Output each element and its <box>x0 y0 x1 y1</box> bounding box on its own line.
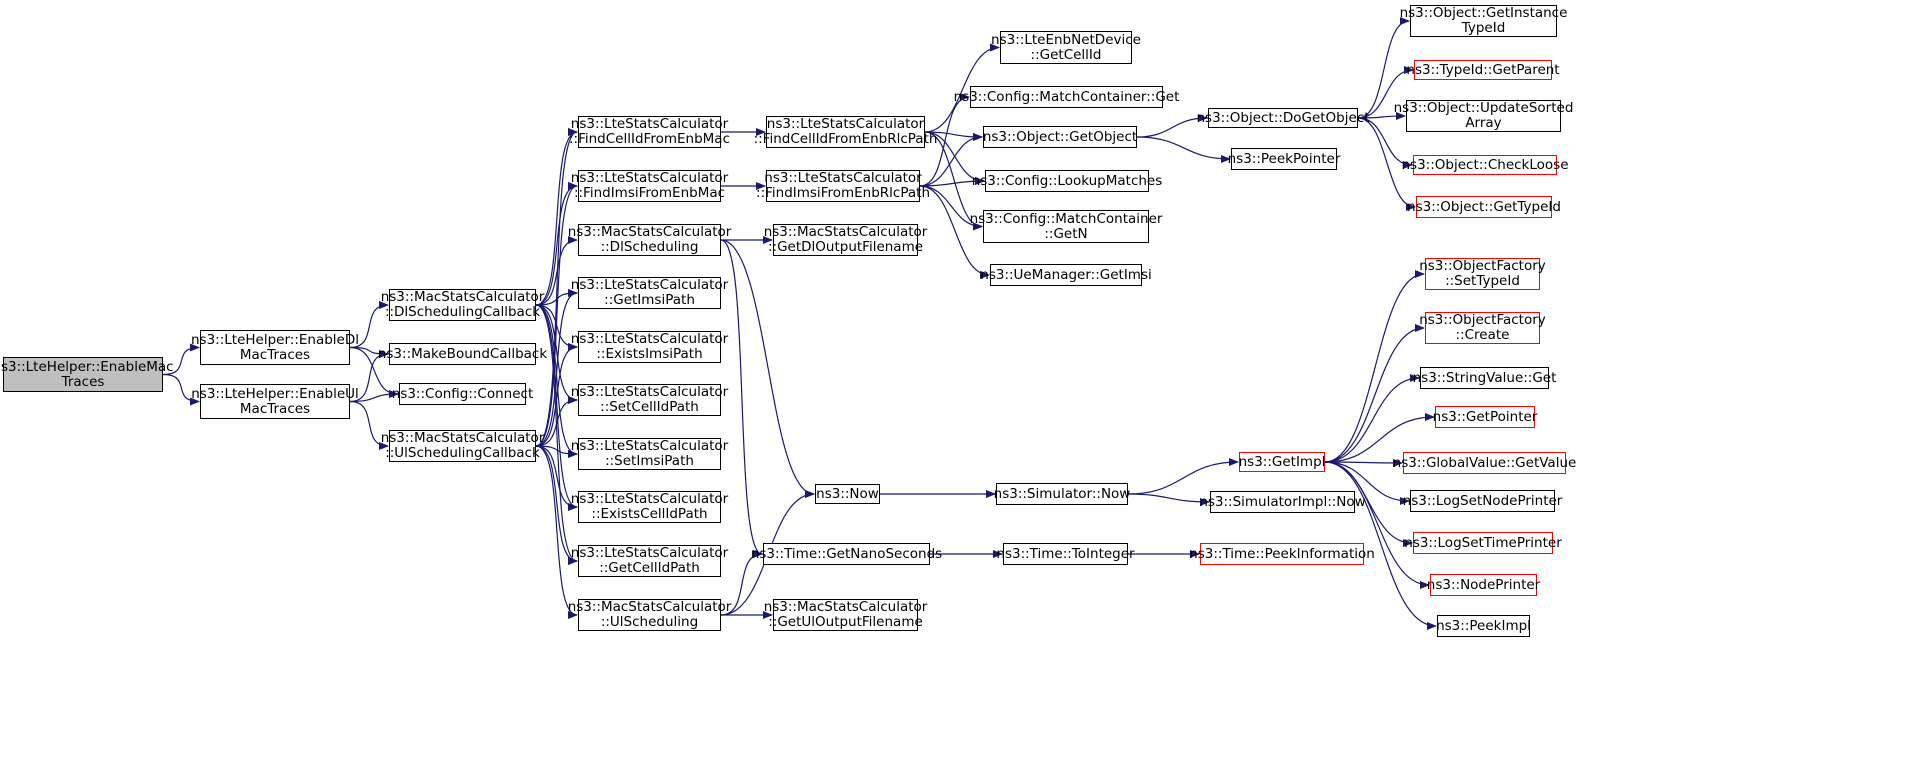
call-edge <box>349 400 389 450</box>
call-edge <box>919 185 983 231</box>
call-edge <box>1324 461 1430 589</box>
node-time-to-integer[interactable]: ns3::Time::ToInteger <box>996 543 1135 565</box>
node-match-container-get[interactable]: ns3::Config::MatchContainer::Get <box>954 86 1179 108</box>
node-find-cellid-from-enb-mac[interactable]: ns3::LteStatsCalculator ::FindCellIdFrom… <box>569 116 730 148</box>
call-edge <box>535 128 578 447</box>
call-edge <box>919 177 985 187</box>
node-simulator-impl-now[interactable]: ns3::SimulatorImpl::Now <box>1199 491 1366 513</box>
call-edge <box>535 445 578 619</box>
call-edge <box>535 445 578 458</box>
call-edge <box>924 43 1000 133</box>
call-edge <box>535 182 578 447</box>
call-edge <box>535 128 578 306</box>
node-object-check-loose[interactable]: ns3::Object::CheckLoose <box>1402 155 1569 175</box>
call-edge <box>720 239 763 558</box>
node-simulator-now[interactable]: ns3::Simulator::Now <box>994 483 1130 505</box>
call-edge <box>535 304 578 565</box>
call-edge <box>1324 270 1425 463</box>
call-edge <box>1136 136 1231 163</box>
call-edge <box>162 343 200 376</box>
node-exists-imsi-path[interactable]: ns3::LteStatsCalculator ::ExistsImsiPath <box>570 331 729 363</box>
node-object-factory-set-typeid[interactable]: ns3::ObjectFactory ::SetTypeId <box>1419 258 1546 290</box>
node-find-cellid-from-enb-rlc-path[interactable]: ns3::LteStatsCalculator ::FindCellIdFrom… <box>753 116 938 148</box>
node-lte-helper-enable-mac-traces: ns3::LteHelper::EnableMac Traces <box>0 357 174 392</box>
node-global-value-get-value[interactable]: ns3::GlobalValue::GetValue <box>1393 452 1576 474</box>
node-dl-scheduling-callback[interactable]: ns3::MacStatsCalculator ::DlSchedulingCa… <box>380 289 545 321</box>
node-set-cellid-path[interactable]: ns3::LteStatsCalculator ::SetCellIdPath <box>570 384 729 416</box>
call-edge <box>349 350 389 403</box>
call-edge <box>535 236 578 306</box>
node-ul-scheduling-callback[interactable]: ns3::MacStatsCalculator ::UlSchedulingCa… <box>380 430 545 462</box>
node-peek-pointer[interactable]: ns3::PeekPointer <box>1228 148 1340 170</box>
call-edge <box>1324 461 1410 505</box>
node-enable-dl-mac-traces[interactable]: ns3::LteHelper::EnableDl MacTraces <box>191 330 359 365</box>
node-make-bound-callback[interactable]: ns3::MakeBoundCallback <box>378 343 547 365</box>
node-get-dl-output-filename[interactable]: ns3::MacStatsCalculator ::GetDlOutputFil… <box>763 224 928 256</box>
call-edge <box>535 304 578 458</box>
call-edge <box>1324 458 1403 467</box>
node-time-peek-information[interactable]: ns3::Time::PeekInformation <box>1189 543 1375 565</box>
call-edge <box>349 390 399 403</box>
call-edge <box>535 396 578 447</box>
call-edge <box>720 239 815 498</box>
call-edge <box>1324 374 1420 463</box>
node-object-get-object[interactable]: ns3::Object::GetObject <box>983 126 1137 148</box>
call-edge <box>535 304 578 511</box>
call-edge <box>1357 117 1416 211</box>
call-edge <box>535 445 578 511</box>
node-typeid-get-parent[interactable]: ns3::TypeId::GetParent <box>1406 60 1560 80</box>
node-string-value-get[interactable]: ns3::StringValue::Get <box>1413 367 1556 389</box>
node-exists-cellid-path[interactable]: ns3::LteStatsCalculator ::ExistsCellIdPa… <box>570 491 729 523</box>
node-get-impl[interactable]: ns3::GetImpl <box>1239 452 1325 472</box>
node-set-imsi-path[interactable]: ns3::LteStatsCalculator ::SetImsiPath <box>570 438 729 470</box>
node-now[interactable]: ns3::Now <box>815 484 880 504</box>
node-get-pointer[interactable]: ns3::GetPointer <box>1433 406 1537 428</box>
call-edge <box>919 133 983 187</box>
call-edge <box>1136 114 1208 138</box>
node-enable-ul-mac-traces[interactable]: ns3::LteHelper::EnableUl MacTraces <box>191 384 359 419</box>
call-edge <box>919 185 990 279</box>
node-peek-impl[interactable]: ns3::PeekImpl <box>1436 615 1531 637</box>
call-edge <box>1324 324 1425 463</box>
node-dl-scheduling[interactable]: ns3::MacStatsCalculator ::DlScheduling <box>567 224 732 256</box>
node-find-imsi-from-enb-rlc-path[interactable]: ns3::LteStatsCalculator ::FindImsiFromEn… <box>756 170 930 202</box>
node-get-imsi-path[interactable]: ns3::LteStatsCalculator ::GetImsiPath <box>570 277 729 309</box>
node-ul-scheduling[interactable]: ns3::MacStatsCalculator ::UlScheduling <box>567 599 732 631</box>
node-config-lookup-matches[interactable]: ns3::Config::LookupMatches <box>972 170 1162 192</box>
call-edge <box>535 343 578 447</box>
node-object-do-get-object[interactable]: ns3::Object::DoGetObject <box>1196 108 1370 128</box>
node-get-cellid-path[interactable]: ns3::LteStatsCalculator ::GetCellIdPath <box>570 545 729 577</box>
node-log-set-node-printer[interactable]: ns3::LogSetNodePrinter <box>1403 490 1562 512</box>
call-edge <box>1357 66 1414 119</box>
call-edges <box>162 17 1437 630</box>
node-object-get-typeid[interactable]: ns3::Object::GetTypeId <box>1407 196 1561 218</box>
node-get-ul-output-filename[interactable]: ns3::MacStatsCalculator ::GetUlOutputFil… <box>763 599 928 631</box>
call-edge <box>1127 458 1239 495</box>
call-edge <box>919 93 970 187</box>
node-object-factory-create[interactable]: ns3::ObjectFactory ::Create <box>1419 312 1546 344</box>
call-edge <box>1324 461 1437 630</box>
node-node-printer[interactable]: ns3::NodePrinter <box>1427 574 1540 596</box>
call-edge <box>1127 493 1210 506</box>
call-edge <box>720 550 763 616</box>
call-edge <box>162 373 200 406</box>
call-edge <box>1357 112 1406 121</box>
call-edge <box>535 289 578 447</box>
node-match-container-get-n[interactable]: ns3::Config::MatchContainer ::GetN <box>969 210 1163 243</box>
node-lte-enb-net-device-get-cellid[interactable]: ns3::LteEnbNetDevice ::GetCellId <box>991 31 1141 64</box>
call-edge <box>535 182 578 306</box>
node-config-connect[interactable]: ns3::Config::Connect <box>392 383 533 405</box>
node-object-get-instance-typeid[interactable]: ns3::Object::GetInstance TypeId <box>1399 5 1568 37</box>
node-object-update-sorted-array[interactable]: ns3::Object::UpdateSorted Array <box>1393 100 1574 132</box>
node-find-imsi-from-enb-mac[interactable]: ns3::LteStatsCalculator ::FindImsiFromEn… <box>570 170 729 202</box>
node-ue-manager-get-imsi[interactable]: ns3::UeManager::GetImsi <box>980 264 1152 286</box>
node-log-set-time-printer[interactable]: ns3::LogSetTimePrinter <box>1404 532 1562 554</box>
call-edge <box>1357 17 1410 119</box>
call-edge <box>1357 117 1413 169</box>
call-edge <box>349 301 389 349</box>
call-edge <box>535 445 578 565</box>
node-time-get-nanoseconds[interactable]: ns3::Time::GetNanoSeconds <box>751 543 942 565</box>
call-edge <box>1324 413 1435 463</box>
